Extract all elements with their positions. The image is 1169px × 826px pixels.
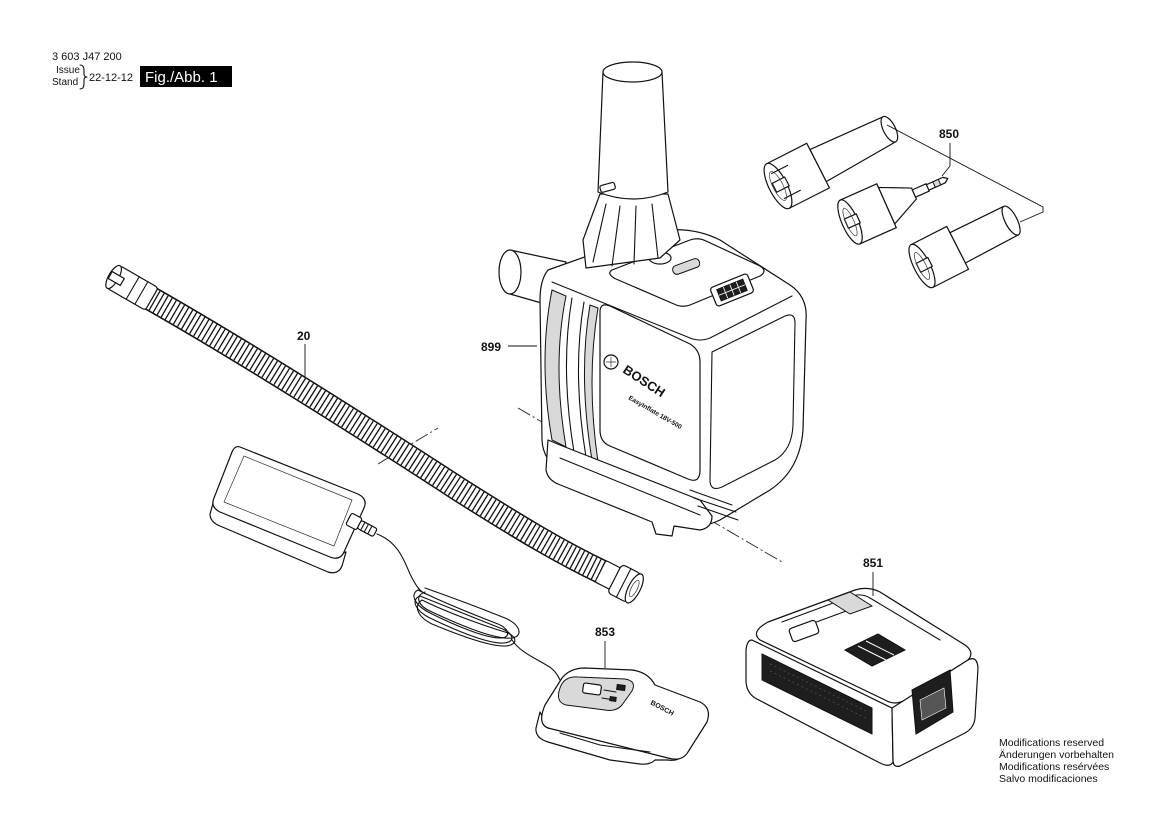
callout-label-899: 899 bbox=[481, 340, 501, 354]
part-number: 3 603 J47 200 bbox=[52, 51, 122, 63]
pump-nozzle bbox=[597, 61, 669, 200]
power-supply-top bbox=[212, 445, 366, 559]
battery-grip-pad bbox=[761, 653, 873, 735]
pump-right-face bbox=[709, 314, 796, 489]
pump-side-grip bbox=[544, 289, 599, 463]
callout-851: 851 bbox=[863, 556, 883, 596]
callout-850: 850 bbox=[886, 124, 1044, 223]
pump-front-panel bbox=[599, 304, 701, 481]
header-brace bbox=[79, 64, 88, 90]
pump-grid-button-icon bbox=[710, 273, 754, 307]
issue-label: Issue bbox=[56, 65, 80, 76]
charger-indicator bbox=[582, 682, 602, 696]
power-supply bbox=[209, 445, 378, 574]
stand-label: Stand bbox=[52, 77, 78, 88]
footer-note-de: Änderungen vorbehalten bbox=[999, 749, 1114, 761]
issue-date: 22-12-12 bbox=[89, 72, 133, 84]
pump-899: BOSCH EasyInflate 18V-500 bbox=[498, 61, 807, 537]
footer-note-en: Modifications reserved bbox=[999, 737, 1104, 749]
pump-base bbox=[545, 439, 739, 537]
footer-note-fr: Modifications resérvées bbox=[999, 761, 1109, 773]
pump-power-switch bbox=[672, 258, 701, 275]
battery-rails bbox=[781, 591, 941, 667]
leader-line-850 bbox=[886, 124, 1044, 223]
battery-851 bbox=[745, 587, 979, 767]
footer-note-es: Salvo modificaciones bbox=[999, 773, 1098, 785]
callout-853: 853 bbox=[595, 625, 615, 668]
hose-body bbox=[144, 288, 609, 583]
charger-853: BOSCH bbox=[535, 667, 710, 765]
callout-label-851: 851 bbox=[863, 556, 883, 570]
hose-left-connector bbox=[105, 264, 158, 310]
callout-899: 899 bbox=[481, 340, 537, 354]
hose-right-connector bbox=[595, 560, 644, 604]
power-supply-strain-relief bbox=[345, 513, 378, 537]
hose-20 bbox=[105, 264, 644, 604]
figure-label-box bbox=[140, 66, 232, 87]
pump-top-face bbox=[551, 281, 793, 341]
adapter-needle bbox=[837, 176, 949, 245]
pump-neck bbox=[582, 193, 681, 269]
callout-label-20: 20 bbox=[297, 329, 311, 343]
charger-cable bbox=[376, 533, 561, 681]
callout-20: 20 bbox=[297, 329, 311, 378]
footer-notes: Modifications reserved Änderungen vorbeh… bbox=[999, 737, 1114, 785]
adapter-medium bbox=[908, 205, 1021, 289]
figure-label: Fig./Abb. 1 bbox=[145, 69, 218, 86]
header-block: 3 603 J47 200 Issue Stand 22-12-12 Fig./… bbox=[52, 51, 232, 90]
callout-label-853: 853 bbox=[595, 625, 615, 639]
callout-label-850: 850 bbox=[939, 127, 959, 141]
adapter-large bbox=[763, 115, 899, 210]
adapters-850 bbox=[763, 115, 1021, 289]
